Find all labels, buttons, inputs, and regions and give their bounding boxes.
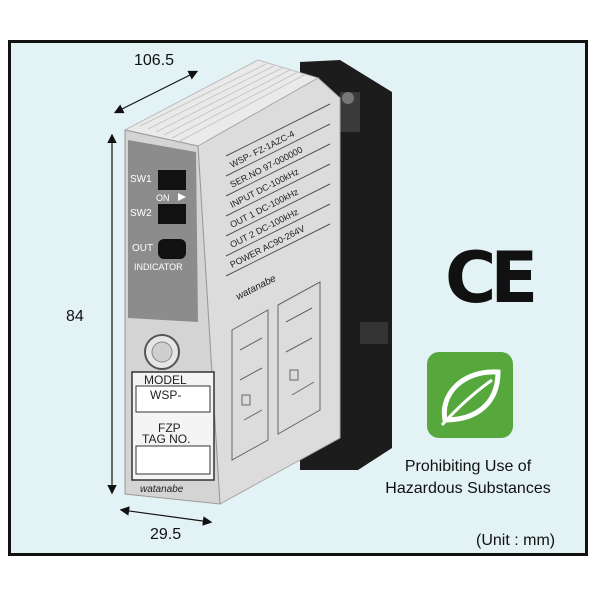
- ce-mark: CE: [445, 237, 538, 319]
- sw2-dip-switch[interactable]: [158, 204, 186, 224]
- screw-icon: [342, 92, 354, 104]
- sw2-label: SW2: [130, 208, 152, 219]
- out-label: OUT: [132, 243, 153, 254]
- rohs-line1: Prohibiting Use of: [404, 458, 532, 475]
- model-value-line2: FZP: [158, 421, 181, 435]
- sw1-label: SW1: [130, 174, 152, 185]
- wiring-diagram: [231, 281, 321, 461]
- model-value-line1: WSP-: [150, 388, 181, 402]
- height-dimension: 84: [66, 308, 84, 325]
- on-label: ON: [156, 193, 170, 203]
- tag-label: TAG NO.: [142, 432, 190, 446]
- unit-note: (Unit : mm): [476, 532, 556, 549]
- leaf-icon: [440, 369, 501, 427]
- rohs-caption: Prohibiting Use of Hazardous Substances: [360, 456, 576, 500]
- rohs-badge: [427, 352, 513, 438]
- depth-dimension-arrow: [113, 70, 199, 114]
- sw1-dip-switch[interactable]: [158, 170, 186, 190]
- control-panel: [128, 140, 198, 322]
- rohs-line2: Hazardous Substances: [385, 480, 551, 497]
- out-indicator-led: [158, 239, 186, 259]
- width-dimension-arrow: [119, 506, 213, 526]
- brand-logo: watanabe: [140, 484, 184, 495]
- width-dimension: 29.5: [150, 526, 182, 543]
- depth-dimension: 106.5: [134, 52, 175, 69]
- model-label: MODEL: [144, 373, 187, 387]
- arrow-right-icon: [178, 193, 186, 201]
- indicator-label: INDICATOR: [134, 262, 183, 272]
